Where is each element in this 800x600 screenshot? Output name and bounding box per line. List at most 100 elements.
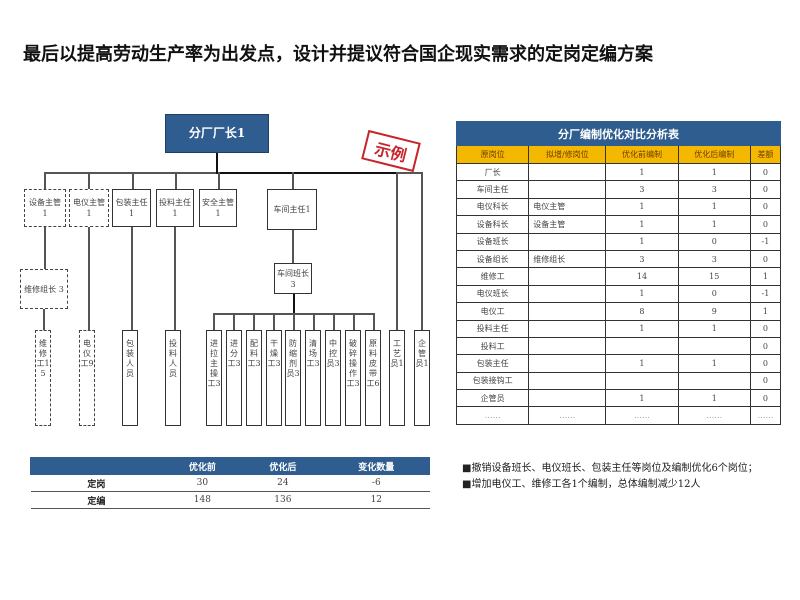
sample-stamp: 示例 — [361, 129, 421, 173]
org-box-packaging-director: 包装主任1 — [112, 189, 151, 227]
column-header: 变化数量 — [322, 457, 431, 475]
org-leaf: 进分工3 — [226, 330, 242, 426]
table-cell: …… — [455, 406, 530, 425]
table-cell: 1 — [677, 197, 751, 217]
table-row: 定编 148 136 12 — [30, 491, 430, 509]
column-header: 原岗位 — [455, 145, 530, 164]
table-cell: 1 — [749, 267, 782, 286]
table-cell: 0 — [749, 215, 782, 234]
table-cell: 1 — [605, 319, 679, 338]
table-cell: 投料工 — [455, 336, 530, 356]
column-header — [30, 457, 163, 475]
table-cell — [528, 302, 607, 321]
table-cell: 设备组长 — [455, 249, 530, 269]
analysis-table-caption: 分厂编制优化对比分析表 — [456, 121, 781, 146]
org-leaf-electrical-worker: 电仪工9 — [79, 330, 95, 426]
table-cell: 包装主任 — [455, 354, 530, 373]
connector — [88, 227, 90, 330]
org-chart: 分厂厂长1 设备主管1 电仪主管1 包装主任1 投料主任1 安全主管1 车间主任… — [0, 0, 450, 450]
table-cell: 1 — [605, 232, 679, 251]
column-header: 差额 — [749, 145, 782, 164]
connector — [293, 313, 295, 330]
table-cell: 3 — [677, 180, 751, 199]
table-cell: 3 — [605, 249, 679, 269]
connector — [216, 172, 396, 174]
connector — [292, 172, 294, 189]
table-cell — [528, 371, 607, 391]
table-cell: 厂长 — [455, 162, 530, 182]
analysis-table-header: 原岗位 拟增/修岗位 优化前编制 优化后编制 差额 — [455, 145, 782, 164]
connector — [88, 172, 90, 189]
table-cell: 维修工 — [455, 267, 530, 286]
connector — [218, 172, 220, 189]
table-cell: 0 — [749, 180, 782, 199]
connector — [421, 172, 423, 330]
table-cell: -1 — [749, 232, 782, 251]
org-leaf-feeding-staff: 投料人员 — [165, 330, 181, 426]
table-cell: 1 — [677, 389, 751, 408]
org-root-label: 分厂厂长1 — [188, 126, 246, 140]
table-cell: 9 — [677, 302, 751, 321]
connector — [293, 294, 295, 314]
org-leaf: 干燥工3 — [266, 330, 282, 426]
note-item: ■增加电仪工、维修工各1个编制，总体编制减少12人 — [462, 479, 701, 490]
connector — [131, 227, 133, 330]
column-header: 优化前编制 — [605, 145, 679, 164]
table-cell: 1 — [605, 389, 679, 408]
table-cell: 设备班长 — [455, 232, 530, 251]
table-cell — [528, 267, 607, 286]
table-cell: …… — [528, 406, 607, 425]
table-cell: …… — [677, 406, 751, 425]
connector — [333, 313, 335, 330]
table-row: ………………………… — [455, 406, 782, 425]
table-cell: 14 — [605, 267, 679, 286]
table-cell: 电仪班长 — [455, 284, 530, 304]
table-row: 定岗 30 24 -6 — [30, 474, 430, 492]
summary-table-header: 优化前 优化后 变化数量 — [30, 457, 431, 475]
connector — [213, 313, 215, 330]
table-cell: …… — [605, 406, 679, 425]
table-cell: 0 — [749, 336, 782, 356]
table-cell: -1 — [749, 284, 782, 304]
table-cell: 电仪工 — [455, 302, 530, 321]
table-cell: 电仪主管 — [528, 197, 607, 217]
table-cell — [528, 354, 607, 373]
connector — [373, 313, 375, 330]
table-cell: 电仪科长 — [455, 197, 530, 217]
connector — [233, 313, 235, 330]
org-box-feeding-director: 投料主任1 — [156, 189, 194, 227]
connector — [44, 172, 46, 189]
org-leaf: 企管员1 — [414, 330, 430, 426]
table-cell: 3 — [677, 249, 751, 269]
table-cell — [677, 336, 751, 356]
table-cell: 0 — [749, 354, 782, 373]
table-cell — [528, 319, 607, 338]
org-leaf: 进拉主操工3 — [206, 330, 222, 426]
table-cell: 设备主管 — [528, 215, 607, 234]
table-cell: 0 — [749, 389, 782, 408]
table-cell: 0 — [749, 371, 782, 391]
org-leaf: 防缩剂员3 — [285, 330, 301, 426]
connector — [174, 227, 176, 330]
column-header: 优化后 — [242, 457, 324, 475]
org-leaf: 原料皮带工6 — [365, 330, 381, 426]
table-cell — [528, 180, 607, 199]
note-item: ■撤销设备班长、电仪班长、包装主任等岗位及编制优化6个岗位； — [462, 463, 758, 474]
table-cell: 1 — [605, 354, 679, 373]
connector — [353, 313, 355, 330]
org-box-maintenance-leader: 维修组长 3 — [20, 269, 68, 309]
table-cell: 维修组长 — [528, 249, 607, 269]
table-cell: 1 — [749, 302, 782, 321]
table-cell: 企管员 — [455, 389, 530, 408]
table-cell — [528, 232, 607, 251]
connector — [313, 313, 315, 330]
table-cell — [677, 371, 751, 391]
